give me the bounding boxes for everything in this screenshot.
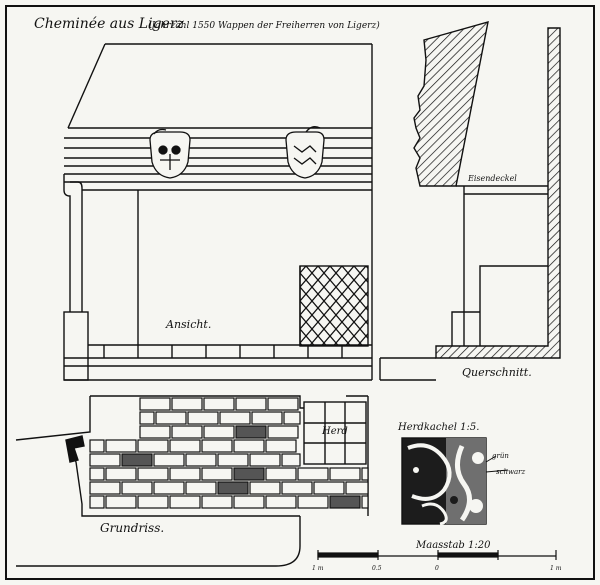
brick bbox=[203, 425, 235, 439]
brick bbox=[219, 411, 251, 425]
label-grundriss: Grundriss. bbox=[100, 521, 164, 535]
herd-grid bbox=[303, 401, 367, 465]
plan-moulding bbox=[65, 435, 85, 463]
brick bbox=[169, 495, 201, 509]
brick bbox=[235, 425, 267, 439]
label-gruen: grün bbox=[492, 452, 509, 460]
brick bbox=[169, 439, 201, 453]
label-herd: Herd bbox=[321, 426, 348, 437]
brick bbox=[171, 397, 203, 411]
brick bbox=[185, 453, 217, 467]
brick bbox=[121, 453, 153, 467]
label-ansicht: Ansicht. bbox=[165, 318, 211, 331]
brick bbox=[345, 481, 369, 495]
brick bbox=[121, 481, 153, 495]
scale-bar bbox=[317, 550, 557, 560]
brick bbox=[265, 439, 297, 453]
brick-field bbox=[89, 397, 369, 509]
coat-of-arms-right bbox=[285, 126, 325, 179]
scale-tick-zero: 0 bbox=[435, 565, 439, 572]
drawing-title: Cheminée aus Ligerz bbox=[34, 16, 185, 32]
brick bbox=[235, 397, 267, 411]
brick bbox=[361, 467, 369, 481]
brick bbox=[203, 397, 235, 411]
label-massstab: Maasstab 1:20 bbox=[415, 540, 491, 551]
brick bbox=[249, 481, 281, 495]
brick bbox=[139, 425, 171, 439]
brick bbox=[89, 467, 105, 481]
brick bbox=[283, 411, 301, 425]
brick bbox=[105, 495, 137, 509]
coat-of-arms-left bbox=[149, 128, 191, 179]
brick bbox=[187, 411, 219, 425]
brick bbox=[297, 495, 329, 509]
brick bbox=[267, 397, 299, 411]
brick bbox=[297, 467, 329, 481]
brick bbox=[233, 467, 265, 481]
brick bbox=[249, 453, 281, 467]
brick bbox=[329, 495, 361, 509]
brick bbox=[217, 453, 249, 467]
brick bbox=[89, 453, 121, 467]
front-elevation bbox=[63, 43, 373, 381]
brick bbox=[139, 397, 171, 411]
brick bbox=[105, 467, 137, 481]
brick bbox=[281, 481, 313, 495]
scale-tick-half: 0.5 bbox=[372, 565, 382, 572]
brick bbox=[329, 467, 361, 481]
brick bbox=[105, 439, 137, 453]
brick bbox=[265, 495, 297, 509]
hearth-tile bbox=[401, 437, 509, 526]
brick bbox=[169, 467, 201, 481]
brick bbox=[89, 439, 105, 453]
brick bbox=[233, 439, 265, 453]
brick bbox=[251, 411, 283, 425]
brick bbox=[201, 495, 233, 509]
brick bbox=[313, 481, 345, 495]
label-querschnitt: Querschnitt. bbox=[462, 366, 532, 379]
brick bbox=[137, 495, 169, 509]
brick bbox=[281, 453, 301, 467]
brick bbox=[233, 495, 265, 509]
brick bbox=[89, 481, 121, 495]
brick bbox=[265, 467, 297, 481]
brick bbox=[361, 495, 369, 509]
brick bbox=[201, 467, 233, 481]
scale-tick-1m-left: 1 m bbox=[312, 565, 324, 572]
brick bbox=[137, 467, 169, 481]
sheet-border bbox=[5, 5, 595, 580]
brick bbox=[155, 411, 187, 425]
brick bbox=[89, 495, 105, 509]
brick bbox=[153, 481, 185, 495]
cross-section bbox=[379, 21, 561, 381]
brick bbox=[217, 481, 249, 495]
brick bbox=[171, 425, 203, 439]
label-schwarz: schwarz bbox=[496, 468, 526, 476]
label-eisendeckel: Eisendeckel bbox=[467, 174, 517, 183]
brick bbox=[137, 439, 169, 453]
brick bbox=[185, 481, 217, 495]
scale-tick-1m-right: 1 m bbox=[550, 565, 562, 572]
brick bbox=[153, 453, 185, 467]
drawing-subtitle: (Jahrzahl 1550 Wappen der Freiherren von… bbox=[148, 20, 380, 31]
brick bbox=[201, 439, 233, 453]
label-herdkachel: Herdkachel 1:5. bbox=[397, 422, 479, 433]
brick bbox=[139, 411, 155, 425]
brick bbox=[267, 425, 299, 439]
